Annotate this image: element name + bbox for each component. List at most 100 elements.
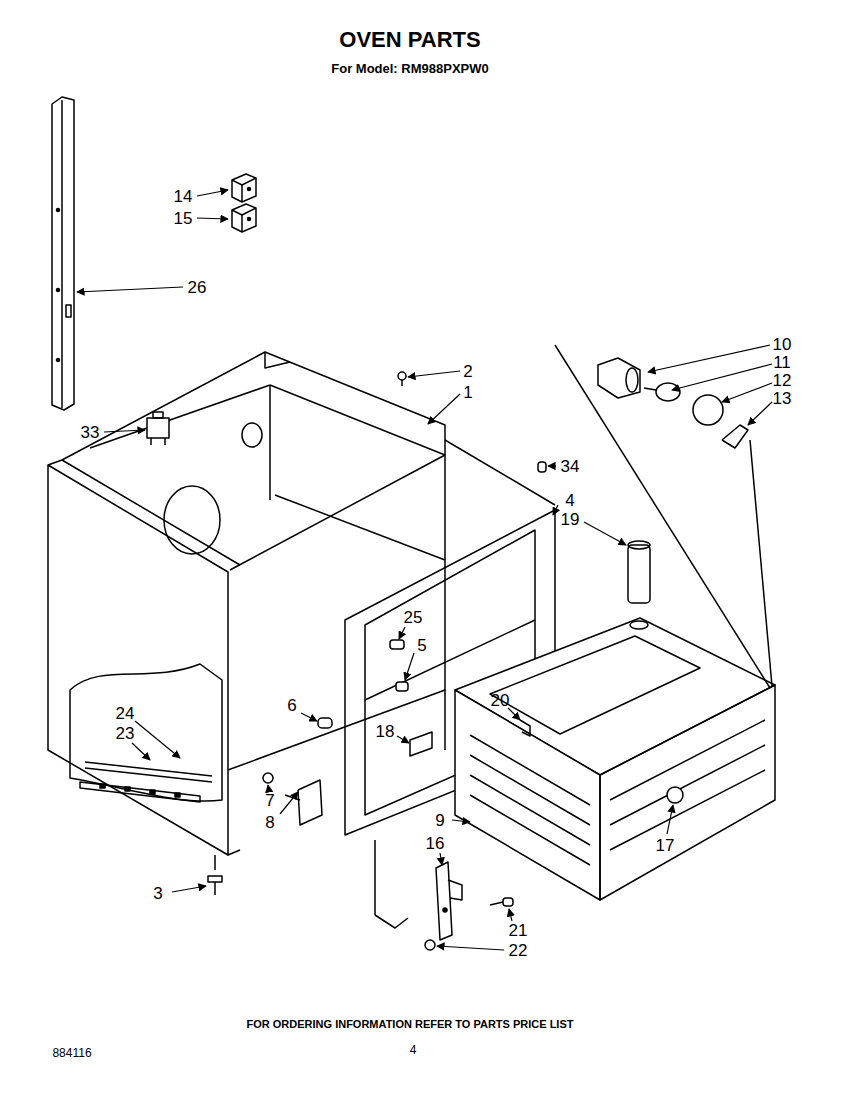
- leveling-leg: [208, 876, 222, 882]
- oven-light: [656, 383, 680, 401]
- callout-number: 9: [435, 812, 444, 829]
- oven-cabinet: [270, 385, 445, 455]
- cutaway-view: [70, 664, 222, 801]
- oven-cabinet: [269, 385, 271, 500]
- oven-liner: [490, 636, 700, 734]
- oven-light: [555, 345, 772, 688]
- terminal-block: [241, 185, 243, 202]
- channel-bar: [66, 305, 71, 317]
- oven-light: [644, 388, 656, 390]
- hinge-parts: [375, 915, 408, 928]
- oven-liner: [610, 745, 765, 825]
- hinge-bracket: [448, 880, 462, 900]
- callout-number: 10: [773, 336, 792, 353]
- leader-line: [172, 886, 206, 892]
- leader-line: [197, 218, 228, 219]
- callout-number: 3: [153, 885, 162, 902]
- screw: [398, 372, 546, 472]
- callout-number: 19: [561, 511, 580, 528]
- cutaway-view: [70, 664, 222, 802]
- callout-number: 15: [174, 210, 193, 227]
- leader-line: [280, 792, 298, 814]
- callout-number: 2: [463, 363, 472, 380]
- footer-note: FOR ORDERING INFORMATION REFER TO PARTS …: [247, 1019, 574, 1030]
- door-switch: [164, 438, 166, 445]
- hinge-parts: [390, 640, 404, 649]
- hinge-parts: [374, 840, 376, 915]
- leader-line: [405, 653, 414, 680]
- hinge-bracket: [425, 862, 513, 950]
- oven-liner: [470, 755, 590, 825]
- leader-line: [397, 736, 409, 743]
- callout-number: 12: [773, 372, 792, 389]
- page-number: 4: [410, 1044, 417, 1056]
- callout-number: 6: [287, 697, 296, 714]
- oven-liner: [455, 618, 775, 900]
- hinge-parts: [410, 732, 432, 756]
- leader-line: [197, 190, 228, 196]
- callout-number: 16: [426, 835, 445, 852]
- oven-cabinet: [214, 855, 216, 870]
- oven-cabinet: [48, 465, 228, 855]
- channel-bar: [52, 97, 74, 410]
- screw: [401, 380, 403, 386]
- leader-line: [104, 430, 145, 432]
- door-switch: [153, 412, 163, 418]
- leader-line: [268, 785, 269, 791]
- leader-line: [437, 946, 504, 950]
- leader-line: [301, 713, 317, 721]
- callout-number: 25: [404, 609, 423, 626]
- document-number: 884116: [52, 1047, 91, 1059]
- oven-light: [598, 358, 640, 398]
- cutaway-view: [85, 762, 212, 776]
- callout-number: 8: [265, 814, 274, 831]
- hinge-bracket: [425, 940, 435, 950]
- callout-number: 5: [417, 637, 426, 654]
- callout-number: 7: [265, 792, 274, 809]
- hinge-parts: [298, 780, 322, 825]
- model-subtitle: For Model: RM988PXPW0: [331, 62, 488, 75]
- oven-cabinet: [48, 352, 445, 465]
- leveling-leg: [214, 882, 216, 895]
- door-switch: [147, 412, 169, 445]
- oven-cabinet: [230, 455, 445, 570]
- leader-line: [408, 371, 460, 377]
- oven-liner: [470, 735, 590, 805]
- terminal-block: [241, 215, 243, 232]
- callout-number: 13: [773, 390, 792, 407]
- oven-liner: [600, 685, 775, 900]
- channel-bar: [57, 209, 60, 212]
- terminal-block: [232, 174, 256, 202]
- hinge-bracket: [436, 862, 452, 940]
- oven-cabinet: [90, 385, 270, 448]
- oven-light: [722, 425, 748, 448]
- callout-number: 21: [509, 922, 528, 939]
- callout-number: 22: [509, 942, 528, 959]
- callout-number: 34: [561, 458, 580, 475]
- oven-light: [750, 440, 772, 686]
- oven-liner: [610, 720, 765, 800]
- channel-bar: [57, 359, 60, 362]
- cutaway-view: [80, 782, 200, 802]
- oven-cabinet: [242, 423, 262, 447]
- leader-line: [132, 743, 150, 760]
- cutaway-view: [175, 793, 180, 797]
- cutaway-view: [150, 790, 155, 794]
- hinge-parts: [318, 718, 332, 728]
- door-switch: [147, 418, 169, 438]
- callout-number: 24: [116, 705, 135, 722]
- oven-liner: [455, 690, 600, 900]
- callout-number: 11: [773, 354, 791, 371]
- oven-cabinet: [275, 495, 445, 560]
- leader-line: [553, 505, 558, 515]
- hinge-bracket: [490, 902, 503, 905]
- oven-liner: [667, 787, 683, 803]
- cutaway-view: [85, 768, 212, 782]
- screw: [398, 372, 406, 380]
- leader-line: [748, 402, 772, 425]
- oven-liner: [610, 770, 765, 850]
- oven-liner: [470, 775, 590, 845]
- callout-number: 20: [491, 692, 510, 709]
